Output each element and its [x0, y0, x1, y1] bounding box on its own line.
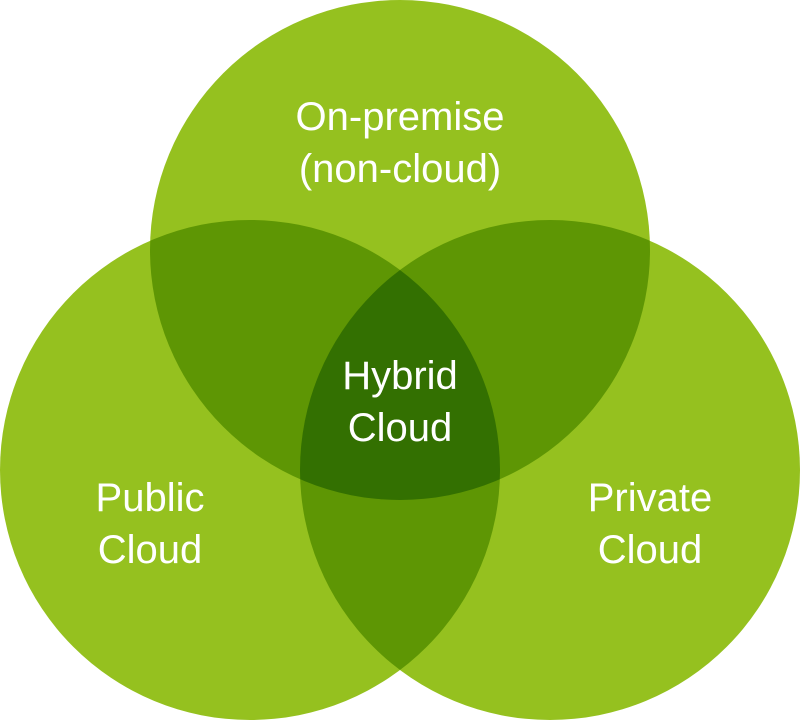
label-public-line-2: Cloud [97, 528, 203, 572]
label-private-cloud: Private Cloud [550, 472, 750, 576]
label-hybrid-line-2: Cloud [347, 406, 453, 450]
label-on-premise: On-premise (non-cloud) [250, 91, 550, 195]
label-hybrid-cloud: Hybrid Cloud [300, 350, 500, 454]
label-on-premise-line-2: (non-cloud) [298, 147, 502, 191]
label-on-premise-line-1: On-premise [295, 95, 505, 139]
label-public-cloud: Public Cloud [50, 472, 250, 576]
label-private-line-2: Cloud [597, 528, 703, 572]
label-hybrid-line-1: Hybrid [342, 354, 458, 398]
label-public-line-1: Public [95, 476, 205, 520]
overlap-all-hybrid [300, 220, 500, 500]
label-private-line-1: Private [587, 476, 713, 520]
